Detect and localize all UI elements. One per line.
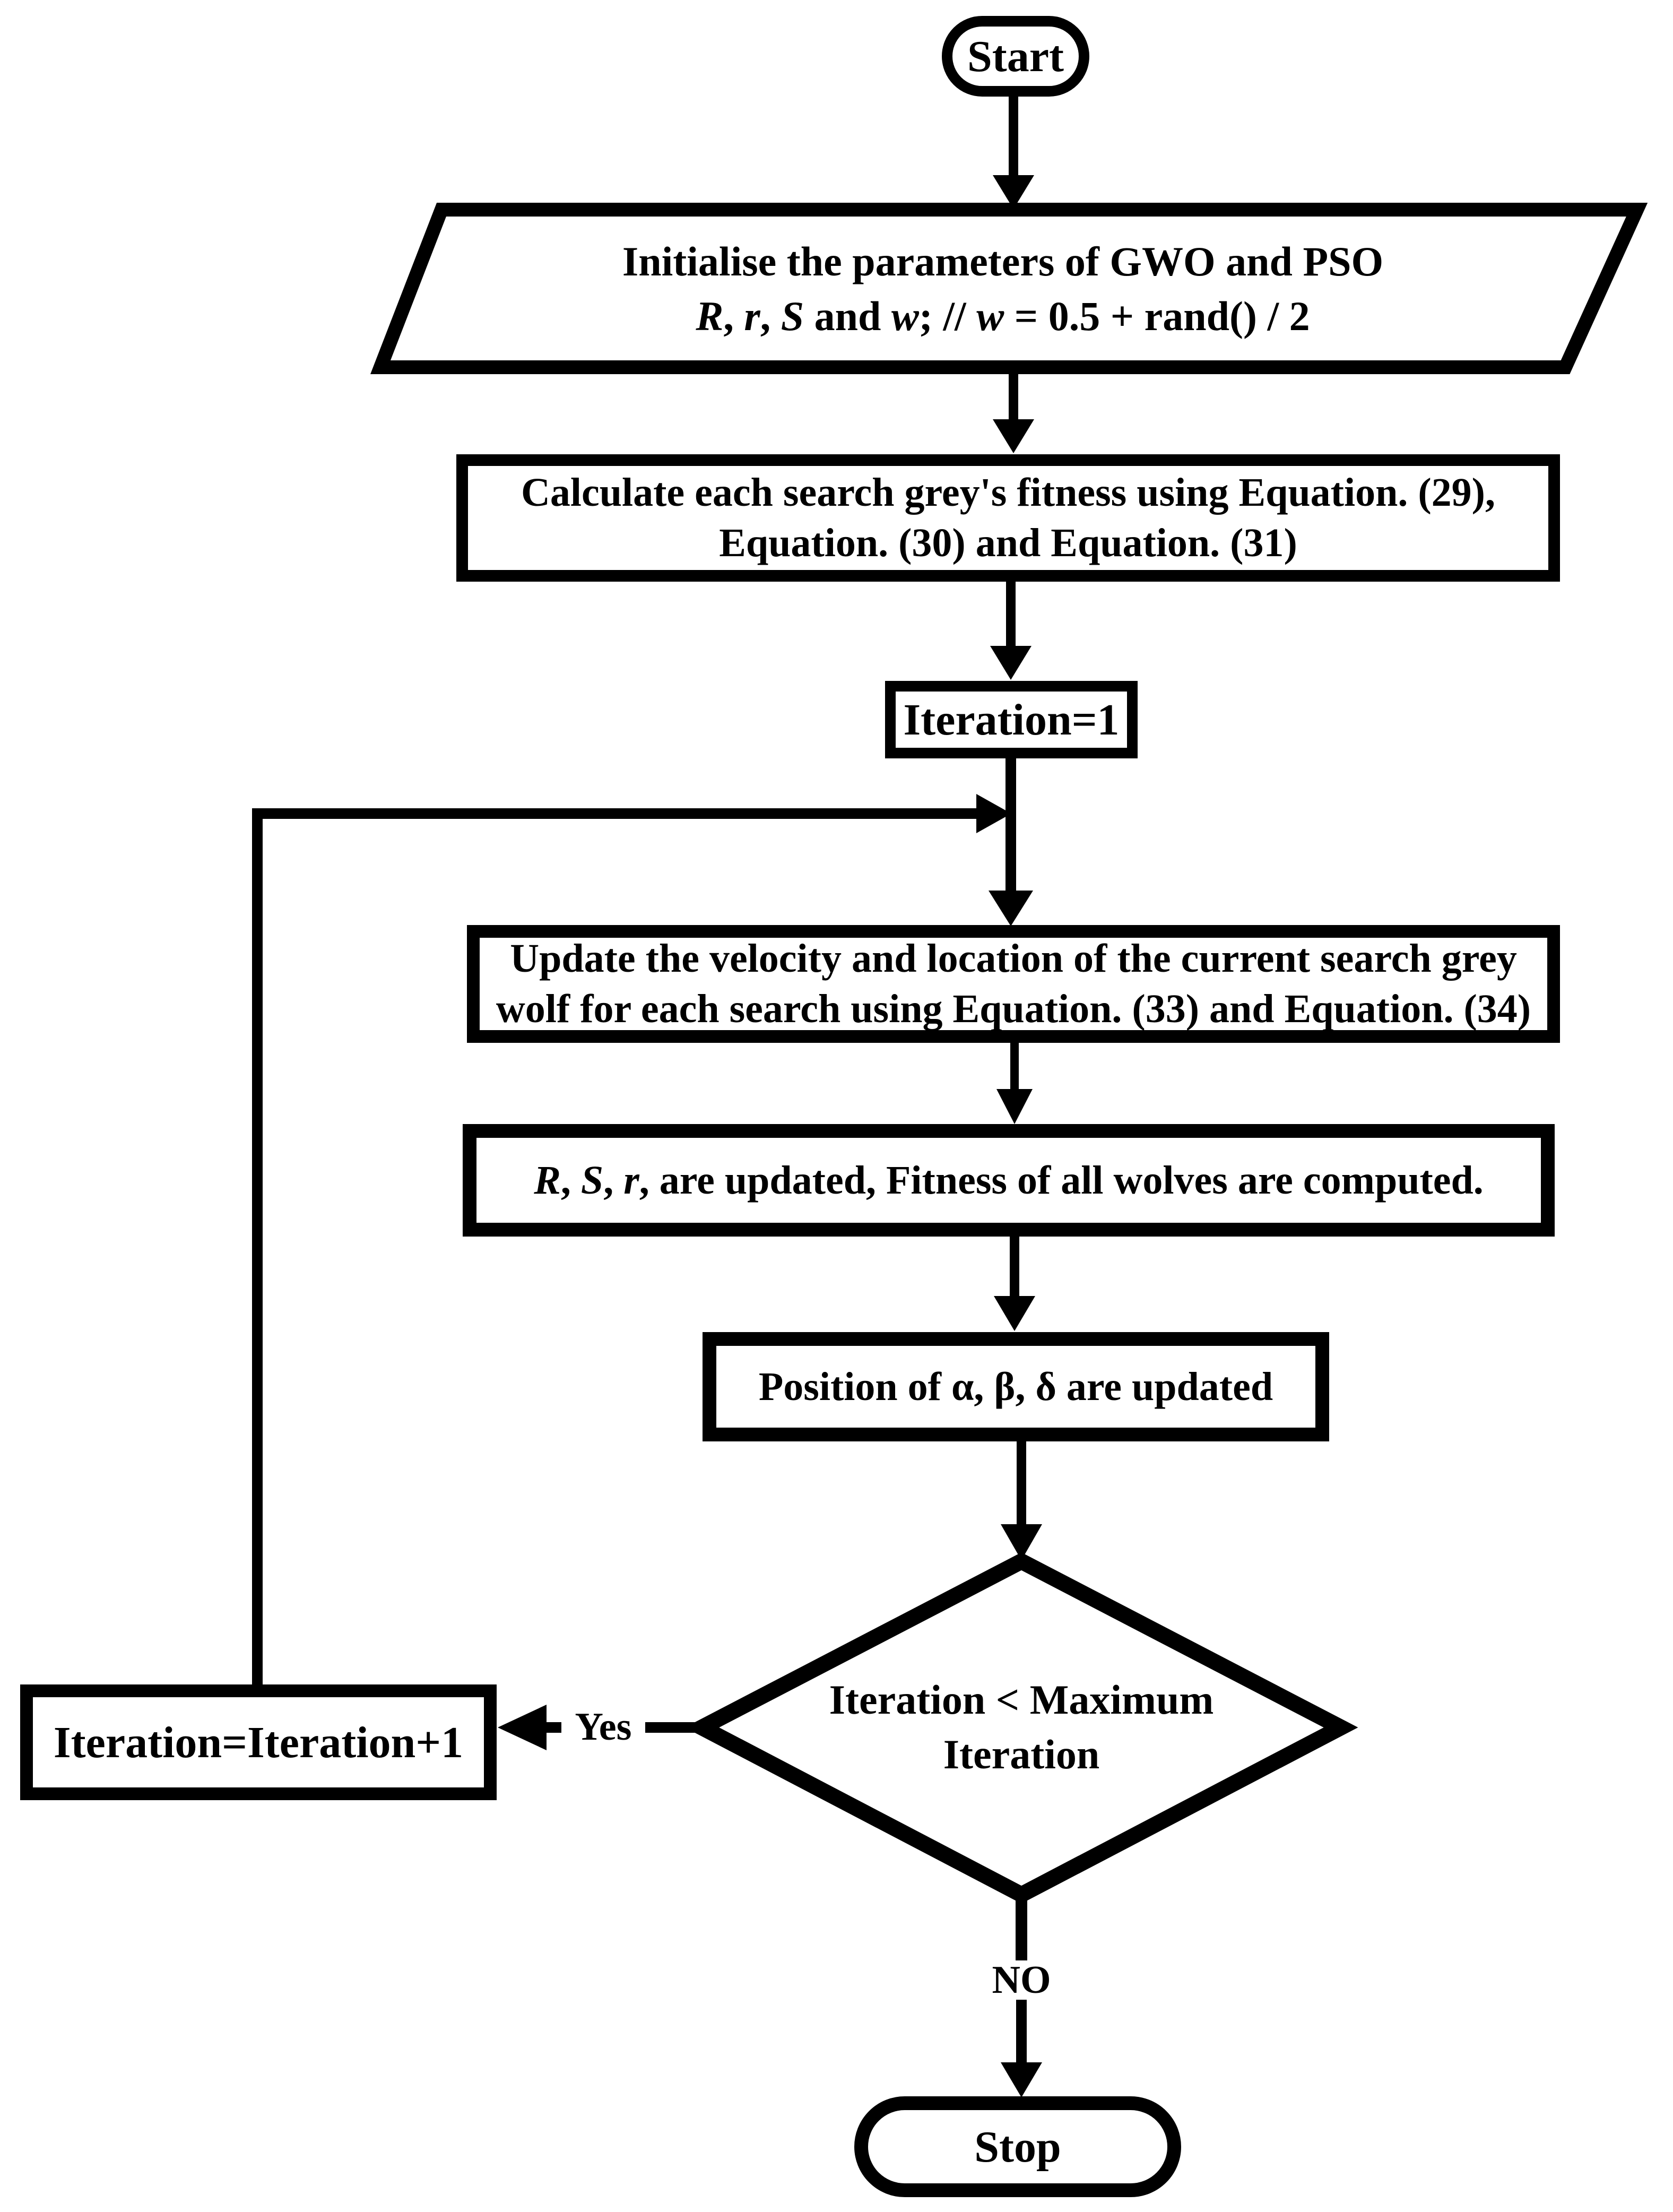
arrowhead-start-init [993,175,1034,209]
decision-line1: Iteration < Maximum [829,1677,1214,1723]
iteration-increment-box: Iteration=Iteration+1 [20,1684,497,1800]
iteration-init-box: Iteration=1 [885,681,1138,758]
init-line2: R, r, S and w; // w = 0.5 + rand() / 2 [696,293,1310,339]
position-label: Position of α, β, δ are updated [758,1364,1273,1409]
arrowhead-no-stop [1001,2062,1042,2097]
parallelogram-init [370,203,1648,374]
arrowhead-rsr-position [994,1296,1035,1331]
fitness-process-box: Calculate each search grey's fitness usi… [456,454,1560,582]
start-label: Start [967,31,1064,81]
arrowhead-update-rsr [996,1089,1033,1124]
update-process-box: Update the velocity and location of the … [467,925,1560,1043]
decision-label: Iteration < Maximum Iteration [756,1643,1287,1812]
rsr-line: R, S, r, are updated, Fitness of all wol… [534,1157,1484,1203]
update-line1: Update the velocity and location of the … [510,936,1517,981]
arrowhead-iter1-update [989,891,1033,926]
arrowhead-loop-junction [976,794,1011,833]
arrowhead-fitness-iter1 [990,646,1031,680]
arrowhead-position-decision [1001,1524,1042,1560]
rsr-update-box: R, S, r, are updated, Fitness of all wol… [463,1124,1555,1237]
stop-terminal: Stop [854,2096,1181,2197]
update-line2: wolf for each search using Equation. (33… [496,987,1531,1031]
fitness-line1: Calculate each search grey's fitness usi… [521,470,1495,515]
fitness-line2: Equation. (30) and Equation. (31) [719,521,1297,565]
edge-loop-back [252,808,979,1686]
arrowhead-yes [498,1705,547,1750]
iteration-increment-label: Iteration=Iteration+1 [53,1717,464,1767]
init-step-label: Initialise the parameters of GWO and PSO… [403,212,1602,366]
start-terminal: Start [942,16,1089,97]
arrowhead-init-fitness [993,419,1034,453]
iteration-init-label: Iteration=1 [903,695,1120,745]
no-label: NO [972,1958,1071,2002]
stop-label: Stop [974,2122,1061,2172]
yes-label: Yes [561,1701,645,1752]
decision-line2: Iteration [943,1731,1100,1777]
init-line1: Initialise the parameters of GWO and PSO [622,238,1384,285]
position-update-box: Position of α, β, δ are updated [703,1332,1329,1441]
